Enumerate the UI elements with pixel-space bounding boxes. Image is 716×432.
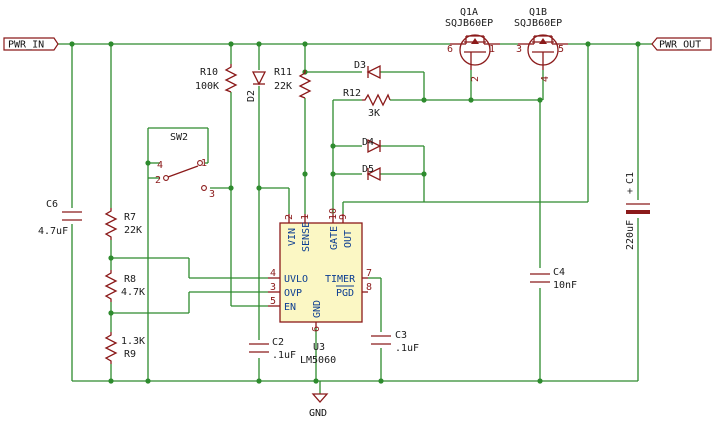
resistor-r7: R7 22K [104,208,142,240]
ic-u3: VIN SENSE GATE OUT UVLO OVP EN GND TIMER… [268,208,372,366]
r8-value: 4.7K [121,287,145,298]
capacitor-c1: + C1 220uF [625,172,650,250]
r10-value: 100K [195,81,219,92]
pwr-out-label: PWR_OUT [659,40,701,51]
resistor-r9: 1.3K R9 [104,332,145,364]
u3-pin-gate: GATE [329,226,340,250]
capacitor-c3: C3 .1uF [371,330,419,354]
r12-value: 3K [368,108,380,119]
u3-pin-ovp: OVP [284,288,302,299]
q1b-pin-4: 4 [540,76,551,82]
capacitor-c6: C6 4.7uF [38,199,82,237]
r12-ref: R12 [343,88,361,99]
u3-num-en: 5 [270,296,276,307]
diode-d3: D3 [354,60,381,80]
pwr-in-flag: PWR_IN [3,37,59,51]
c1-value: 220uF [625,220,636,250]
resistor-r8: R8 4.7K [104,270,145,302]
pwr-in-label: PWR_IN [8,40,44,51]
u3-pin-en: EN [284,302,296,313]
sw2-pin-1: 1 [201,158,207,169]
q1b-pin-5: 5 [558,44,564,55]
r7-value: 22K [124,225,142,236]
u3-num-ovp: 3 [270,282,276,293]
r11-ref: R11 [274,67,292,78]
r11-value: 22K [274,81,292,92]
d4-ref: D4 [362,137,374,148]
switch-sw2: SW2 4 2 1 3 [155,132,215,200]
diode-d2: D2 [246,71,267,102]
capacitor-c2: C2 .1uF [249,337,296,361]
wires [58,43,652,394]
diode-d5: D5 [362,164,381,182]
c1-ref: C1 [625,172,636,184]
c2-value: .1uF [272,350,296,361]
q1b-pin-3: 3 [516,44,522,55]
sw2-ref: SW2 [170,132,188,143]
u3-pin-uvlo: UVLO [284,274,308,285]
d5-ref: D5 [362,164,374,175]
q1a-value: SQJB60EP [445,18,493,29]
r9-value: 1.3K [121,336,145,347]
sw2-pin-3: 3 [209,189,215,200]
u3-pin-vin: VIN [287,228,298,246]
u3-value: LM5060 [300,355,336,366]
mosfet-q1a: Q1A SQJB60EP 6 1 2 [445,7,500,82]
d3-ref: D3 [354,60,366,71]
resistor-r10: R10 100K [195,64,238,93]
u3-num-vin: 2 [284,214,295,220]
resistor-r11: R11 22K [274,67,312,99]
q1a-ref: Q1A [460,7,478,18]
u3-pin-gnd: GND [312,300,323,318]
sw2-pin-2: 2 [155,175,161,186]
u3-ref: U3 [313,342,325,353]
c3-ref: C3 [395,330,407,341]
u3-pin-timer: TIMER [325,274,356,285]
pwr-out-flag: PWR_OUT [651,37,712,51]
capacitor-c4: C4 10nF [530,267,577,291]
u3-num-gate: 10 [328,208,339,220]
mosfet-q1b: Q1B SQJB60EP 3 5 4 [514,7,568,82]
q1a-pin-1: 1 [489,44,495,55]
r7-ref: R7 [124,212,136,223]
c3-value: .1uF [395,343,419,354]
r9-ref: R9 [124,349,136,360]
q1a-pin-6: 6 [447,44,453,55]
c4-ref: C4 [553,267,565,278]
c6-ref: C6 [46,199,58,210]
r10-ref: R10 [200,67,218,78]
resistor-r12: R12 3K [343,88,391,119]
sw2-pin-4: 4 [157,160,163,171]
u3-num-sense: 1 [300,214,311,220]
u3-num-gnd: 6 [311,326,322,332]
c4-value: 10nF [553,280,577,291]
c1-polarity: + [625,188,636,194]
c6-value: 4.7uF [38,226,68,237]
u3-num-uvlo: 4 [270,268,276,279]
u3-pin-pgd: PGD [336,288,354,299]
q1b-value: SQJB60EP [514,18,562,29]
c2-ref: C2 [272,337,284,348]
gnd-label: GND [309,408,327,419]
d2-ref: D2 [246,90,257,102]
q1b-ref: Q1B [529,7,547,18]
q1a-pin-2: 2 [470,76,481,82]
u3-pin-out: OUT [343,230,354,248]
u3-num-timer: 7 [366,268,372,279]
u3-num-out: 9 [338,214,349,220]
diode-d4: D4 [362,137,382,154]
u3-pin-sense: SENSE [301,222,312,252]
r8-ref: R8 [124,274,136,285]
junctions [69,41,641,384]
gnd-symbol: GND [309,393,329,419]
u3-num-pgd: 8 [366,282,372,293]
